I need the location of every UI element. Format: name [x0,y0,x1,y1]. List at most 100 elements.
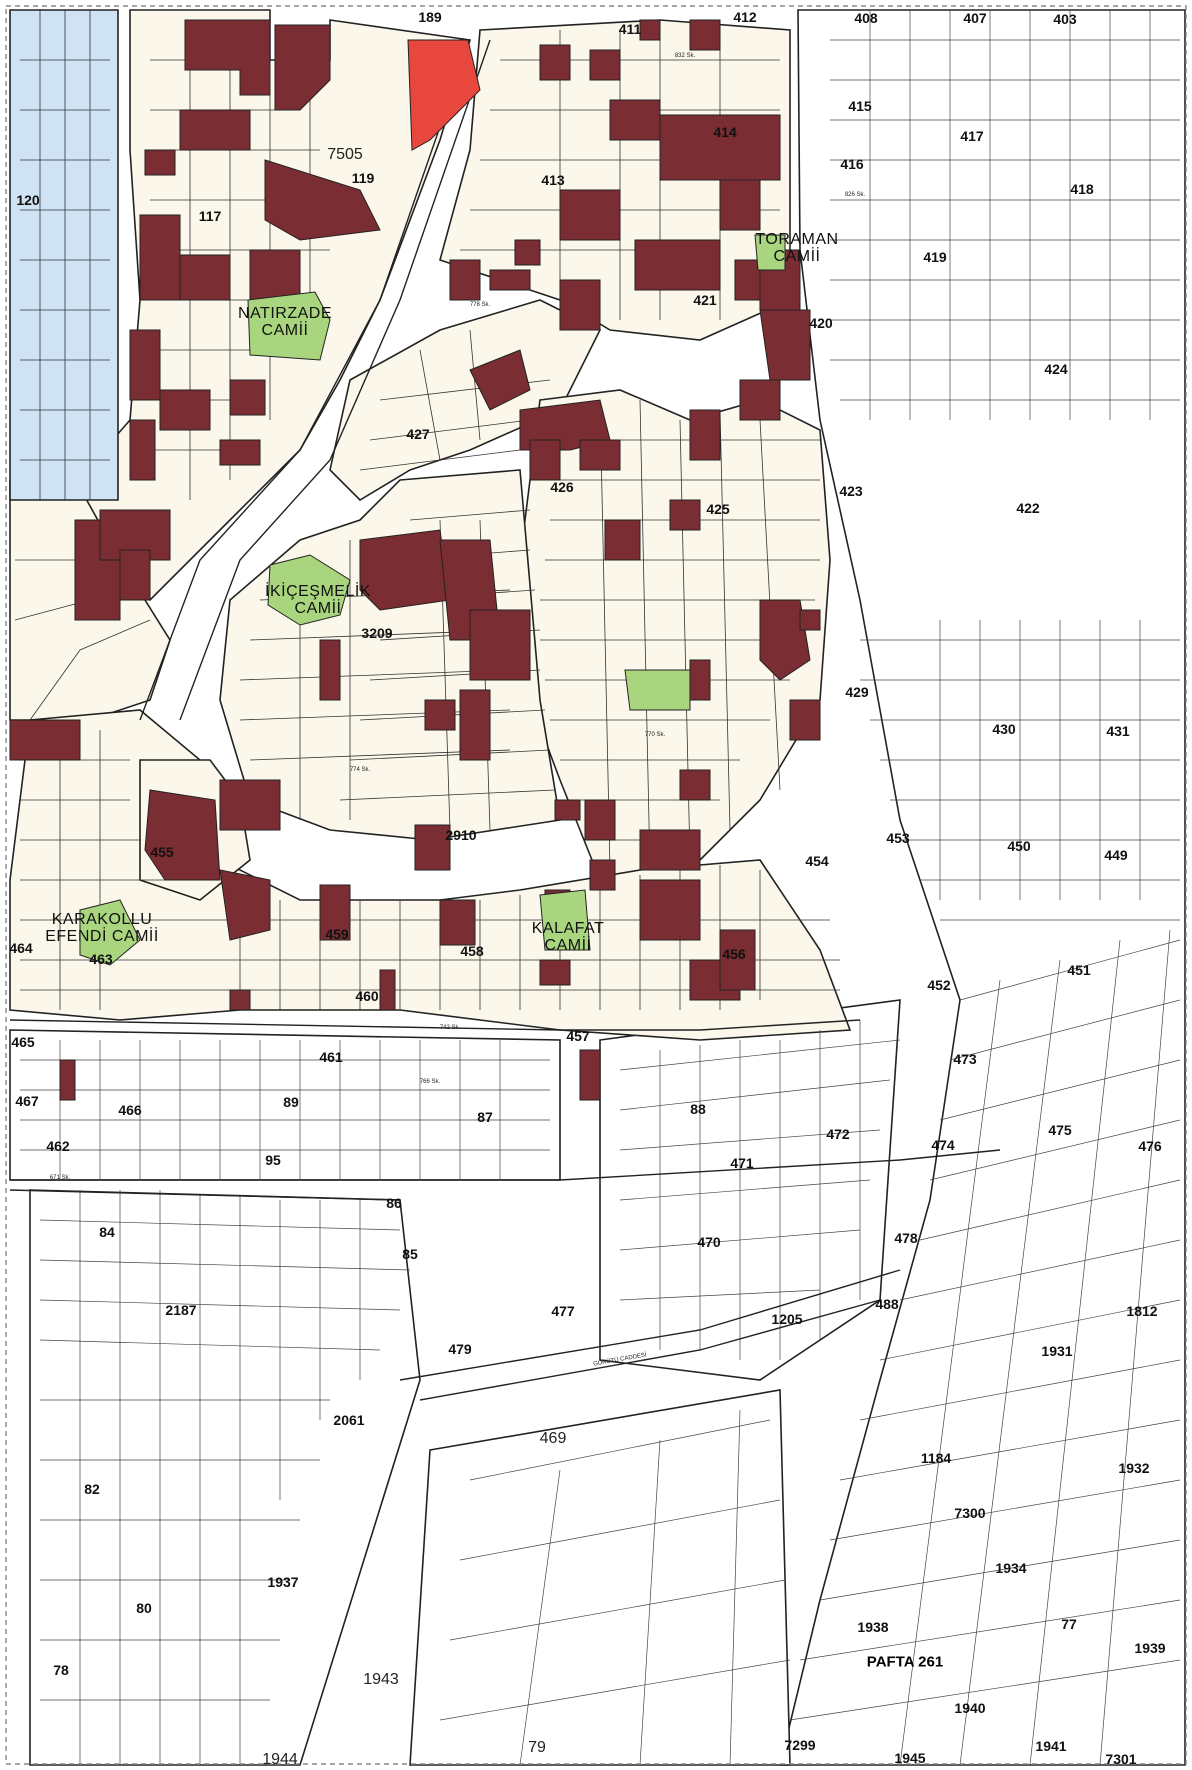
block-number: 78 [53,1662,69,1678]
mosque-label-kalafat: KALAFAT CAMİİ [532,920,605,954]
block-number: 453 [886,830,910,846]
block-number: 1944 [262,1751,298,1768]
block-number: 465 [11,1034,35,1050]
block-number: 451 [1067,962,1091,978]
block-number: 85 [402,1246,418,1262]
block-number: 189 [418,9,442,25]
block-number: 454 [805,853,829,869]
block-number: 7300 [954,1505,986,1521]
block-number: 2061 [333,1412,365,1428]
block-number: 460 [355,988,379,1004]
block-number: 421 [693,292,717,308]
block-number: 1941 [1035,1738,1067,1754]
block-number: 478 [894,1230,918,1246]
block-number: 488 [875,1296,899,1312]
block-number: 456 [722,946,746,962]
mosque-line: CAMİİ [544,937,592,954]
block-number: 117 [198,208,222,224]
block-number: 418 [1070,181,1094,197]
block-number: 429 [845,684,869,700]
block-number: 1943 [363,1671,399,1688]
mosque-line: KALAFAT [531,920,605,937]
block-number: 403 [1053,11,1077,27]
block-number: 426 [550,479,574,495]
block-number: 450 [1007,838,1031,854]
block-number: 466 [118,1102,142,1118]
street-label: 778 Sk. [469,302,491,308]
block-number: 84 [99,1224,115,1240]
street-label: 766 Sk. [419,1079,441,1085]
mosque-line: NATIRZADE [238,305,332,322]
mosque-line: CAMİİ [294,600,342,617]
block-number: 79 [528,1739,546,1756]
block-number: 452 [927,977,951,993]
block-number: 457 [566,1028,590,1044]
block-number: 459 [325,926,349,942]
block-number: 472 [826,1126,850,1142]
block-number: 120 [16,192,40,208]
block-number: 407 [963,10,987,26]
block-number: 477 [551,1303,575,1319]
sheet-label: PAFTA 261 [866,1653,944,1671]
block-number: 95 [265,1152,281,1168]
block-number: 417 [960,128,984,144]
block-number: 89 [283,1094,299,1110]
block-number: 474 [931,1137,955,1153]
mosque-line: CAMİİ [773,248,821,265]
block-number: 471 [730,1155,754,1171]
mosque-line: TORAMAN [755,231,839,248]
street-label: 742 Sk. [439,1025,461,1031]
block-number: 1945 [894,1750,926,1766]
street-label: 770 Sk. [644,732,666,738]
block-number: 2187 [165,1302,197,1318]
block-number: 415 [848,98,872,114]
block-number: 420 [809,315,833,331]
block-number: 458 [460,943,484,959]
mosque-line: İKİÇEŞMELİK [265,583,371,600]
mosque-label-natirzade: NATIRZADE CAMİİ [238,305,332,339]
block-number: 1934 [995,1560,1027,1576]
block-number: 469 [539,1430,567,1447]
block-number: 449 [1104,847,1128,863]
block-number: 467 [15,1093,39,1109]
block-number: 411 [618,21,642,37]
street-label: 671 Sk. [49,1175,71,1181]
street-label: 826 Sk. [844,192,866,198]
block-number: 7299 [784,1737,816,1753]
block-number: 416 [840,156,864,172]
block-number: 425 [706,501,730,517]
block-number: 462 [46,1138,70,1154]
block-number: 119 [351,170,375,186]
block-number: 1938 [857,1619,889,1635]
block-number: 7301 [1105,1751,1137,1767]
block-number: 475 [1048,1122,1072,1138]
block-number: 1812 [1126,1303,1158,1319]
block-number: 473 [953,1051,977,1067]
block-number: 7505 [327,146,363,163]
block-number: 423 [839,483,863,499]
block-number: 455 [150,844,174,860]
street-label: 774 Sk. [349,767,371,773]
block-number: 479 [448,1341,472,1357]
block-number: 1939 [1134,1640,1166,1656]
block-number: 476 [1138,1138,1162,1154]
mosque-line: CAMİİ [261,322,309,339]
block-number: 86 [386,1195,402,1211]
block-number: 1931 [1041,1343,1073,1359]
block-number: 470 [697,1234,721,1250]
block-number: 422 [1016,500,1040,516]
block-number: 3209 [361,625,393,641]
block-number: 461 [319,1049,343,1065]
block-number: 408 [854,10,878,26]
block-number: 82 [84,1481,100,1497]
mosque-line: EFENDİ CAMİİ [45,928,159,945]
block-number: 424 [1044,361,1068,377]
block-number: 1940 [954,1700,986,1716]
block-number: 1205 [771,1311,803,1327]
block-number: 1184 [920,1450,952,1466]
block-number: 464 [9,940,33,956]
block-number: 2910 [445,827,477,843]
mosque-line: KARAKOLLU [51,911,153,928]
